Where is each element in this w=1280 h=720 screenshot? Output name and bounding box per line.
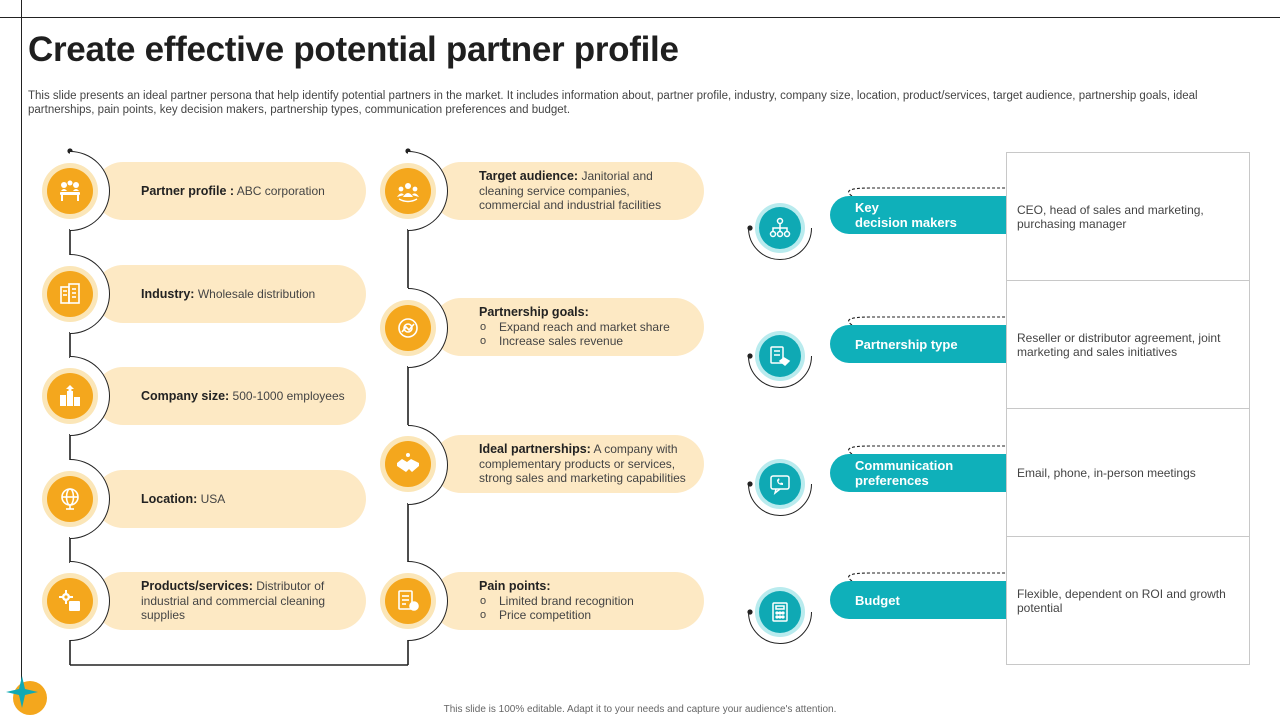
- target-audience-value: Janitorial and cleaning service companie…: [479, 169, 662, 213]
- pain-point-item: Price competition: [479, 608, 634, 623]
- key-decision-makers-label: Key decision makers: [830, 196, 1006, 234]
- partnership-goals-list: Expand reach and market share Increase s…: [479, 320, 670, 349]
- budget-icon-badge: [755, 587, 805, 637]
- products-services-value: Distributor of industrial and commercial…: [141, 579, 326, 623]
- team-meeting-icon: [60, 180, 80, 201]
- company-growth-icon: [60, 385, 80, 406]
- products-services-card: Products/services: Distributor of indust…: [94, 572, 366, 630]
- top-frame-line: [0, 17, 1280, 18]
- partnership-type-label: Partnership type: [830, 325, 1006, 363]
- partnership-goals-label: Partnership goals:: [479, 305, 589, 320]
- target-audience-card: Target audience: Janitorial and cleaning…: [432, 162, 704, 220]
- partner-profile-icon-badge: [42, 163, 98, 219]
- document-alert-icon: [398, 590, 419, 611]
- key-decision-makers-icon-badge: [755, 203, 805, 253]
- partner-profile-label: Partner profile :: [141, 183, 235, 198]
- target-audience-label: Target audience:: [479, 169, 579, 184]
- company-size-icon-badge: [42, 368, 98, 424]
- globe-icon: [61, 488, 79, 510]
- partnership-goal-item: Increase sales revenue: [479, 334, 670, 349]
- target-goal-icon: [398, 318, 418, 338]
- budget-calculator-icon: [772, 602, 788, 622]
- handshake-icon: [397, 453, 419, 472]
- building-icon: [60, 283, 80, 304]
- ideal-partnerships-card: Ideal partnerships: A company with compl…: [432, 435, 704, 493]
- partner-profile-card: Partner profile : ABC corporation: [94, 162, 366, 220]
- industry-value: Wholesale distribution: [194, 286, 316, 301]
- pain-points-list: Limited brand recognition Price competit…: [479, 594, 634, 623]
- partnership-type-detail: Reseller or distributor agreement, joint…: [1007, 281, 1249, 409]
- contract-handshake-icon: [770, 346, 791, 367]
- pain-points-card: Pain points: Limited brand recognition P…: [432, 572, 704, 630]
- ideal-partnerships-value: A company with complementary products or…: [479, 442, 686, 486]
- partnership-goal-item: Expand reach and market share: [479, 320, 670, 335]
- ideal-partnerships-icon-badge: [380, 436, 436, 492]
- products-services-icon-badge: [42, 573, 98, 629]
- location-label: Location:: [141, 491, 198, 506]
- details-table: CEO, head of sales and marketing, purcha…: [1006, 152, 1250, 665]
- company-size-card: Company size: 500-1000 employees: [94, 367, 366, 425]
- location-card: Location: USA: [94, 470, 366, 528]
- partnership-goals-icon-badge: [380, 300, 436, 356]
- audience-icon: [397, 183, 419, 203]
- partnership-goals-card: Partnership goals: Expand reach and mark…: [432, 298, 704, 356]
- key-decision-makers-detail: CEO, head of sales and marketing, purcha…: [1007, 153, 1249, 281]
- left-frame-line: [21, 0, 22, 690]
- communication-preferences-icon-badge: [755, 459, 805, 509]
- pain-points-icon-badge: [380, 573, 436, 629]
- industry-card: Industry: Wholesale distribution: [94, 265, 366, 323]
- location-icon-badge: [42, 471, 98, 527]
- communication-preferences-detail: Email, phone, in-person meetings: [1007, 409, 1249, 537]
- communication-preferences-label: Communication preferences: [830, 454, 1006, 492]
- page-footer: This slide is 100% editable. Adapt it to…: [443, 704, 837, 715]
- products-services-label: Products/services:: [141, 579, 253, 594]
- partner-profile-value: ABC corporation: [234, 183, 325, 198]
- budget-label: Budget: [830, 581, 1006, 619]
- decorative-star-icon: [6, 676, 47, 715]
- page-title: Create effective potential partner profi…: [28, 30, 679, 69]
- industry-icon-badge: [42, 266, 98, 322]
- target-audience-icon-badge: [380, 163, 436, 219]
- company-size-label: Company size:: [141, 388, 230, 403]
- budget-detail: Flexible, dependent on ROI and growth po…: [1017, 587, 1226, 615]
- ideal-partnerships-label: Ideal partnerships:: [479, 442, 591, 457]
- pain-point-item: Limited brand recognition: [479, 594, 634, 609]
- location-value: USA: [197, 491, 226, 506]
- page-subtitle: This slide presents an ideal partner per…: [28, 90, 1198, 116]
- company-size-value: 500-1000 employees: [229, 388, 345, 403]
- partnership-type-icon-badge: [755, 331, 805, 381]
- gear-box-icon: [59, 590, 80, 611]
- industry-label: Industry:: [141, 286, 195, 301]
- pain-points-label: Pain points:: [479, 579, 551, 594]
- org-chart-icon: [769, 217, 791, 238]
- chat-phone-icon: [770, 475, 790, 495]
